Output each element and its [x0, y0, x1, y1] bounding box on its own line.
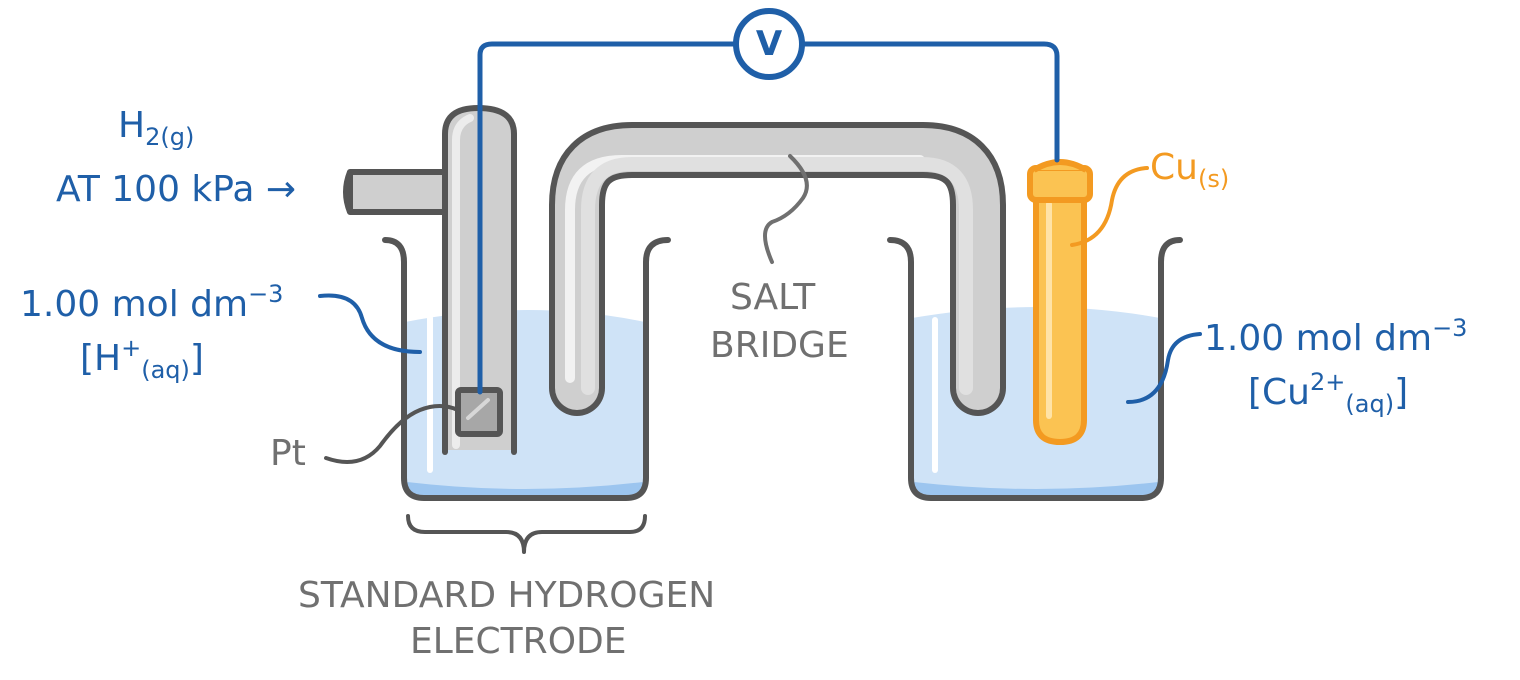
she-label-line1: STANDARD HYDROGEN	[298, 575, 716, 616]
right-beaker-solution-bottom	[914, 480, 1158, 495]
copper-species-close: ]	[1394, 372, 1409, 413]
right-beaker	[887, 237, 1183, 501]
platinum-label: Pt	[270, 433, 306, 474]
copper-electrode-cap-top	[1032, 159, 1088, 173]
gas-inlet-arm-opening	[343, 170, 353, 214]
salt-bridge-inner	[581, 157, 973, 395]
salt-bridge-label-line2: BRIDGE	[710, 325, 849, 366]
hydrogen-electrode-tube-highlight	[452, 114, 474, 449]
circuit-wire-left	[477, 41, 740, 395]
acid-species-close: ]	[189, 338, 204, 379]
she-brace	[406, 514, 647, 554]
acid-species-charge: +	[121, 334, 142, 362]
gas-arrow: →	[265, 169, 297, 210]
copper-species-open: [Cu	[1248, 372, 1310, 413]
copper-species-state: (aq)	[1345, 390, 1395, 418]
gas-label-condition: AT 100 kPa →	[56, 172, 296, 208]
gas-formula-state: 2(g)	[145, 123, 195, 151]
acid-species-state: (aq)	[141, 356, 190, 384]
acid-concentration-exponent: −3	[248, 280, 284, 308]
acid-label-species: [H+(aq)]	[80, 336, 204, 382]
copper-element: Cu	[1150, 147, 1198, 188]
gas-formula-symbol: H	[118, 105, 146, 146]
circuit-wire-right	[798, 41, 1060, 163]
copper-solution-concentration: 1.00 mol dm	[1204, 318, 1433, 359]
copper-label: Cu(s)	[1150, 147, 1230, 193]
acid-label-concentration: 1.00 mol dm−3	[20, 282, 283, 323]
copper-state: (s)	[1197, 165, 1230, 193]
voltmeter-symbol: V	[755, 24, 783, 64]
platinum-electrode-sheen	[466, 398, 490, 420]
copper-solution-label-species: [Cu2+(aq)]	[1248, 370, 1408, 416]
acid-species-open: [H	[80, 338, 122, 379]
salt-bridge-label-line1: SALT	[730, 277, 816, 318]
copper-solution-label-concentration: 1.00 mol dm−3	[1204, 316, 1467, 357]
left-beaker-solution	[405, 310, 645, 497]
copper-solution-label-leader	[1126, 332, 1202, 404]
left-beaker-solution-bottom	[407, 480, 643, 495]
left-beaker	[382, 237, 671, 501]
copper-electrode-cap	[1027, 165, 1093, 203]
acid-label-leader	[318, 293, 422, 354]
platinum-label-leader	[324, 404, 460, 464]
gas-label-formula: H2(g)	[118, 105, 195, 151]
voltmeter	[733, 8, 805, 80]
copper-species-charge: 2+	[1310, 368, 1346, 396]
acid-concentration: 1.00 mol dm	[20, 284, 249, 325]
gas-inlet-arm	[347, 169, 451, 215]
copper-electrode-rod	[1033, 193, 1087, 445]
gas-condition-text: AT 100 kPa	[56, 169, 255, 210]
salt-bridge-label-leader	[763, 154, 809, 264]
copper-label-leader	[1070, 166, 1149, 247]
she-label-line2: ELECTRODE	[410, 621, 627, 662]
platinum-electrode	[455, 387, 503, 437]
copper-solution-exponent: −3	[1432, 314, 1468, 342]
